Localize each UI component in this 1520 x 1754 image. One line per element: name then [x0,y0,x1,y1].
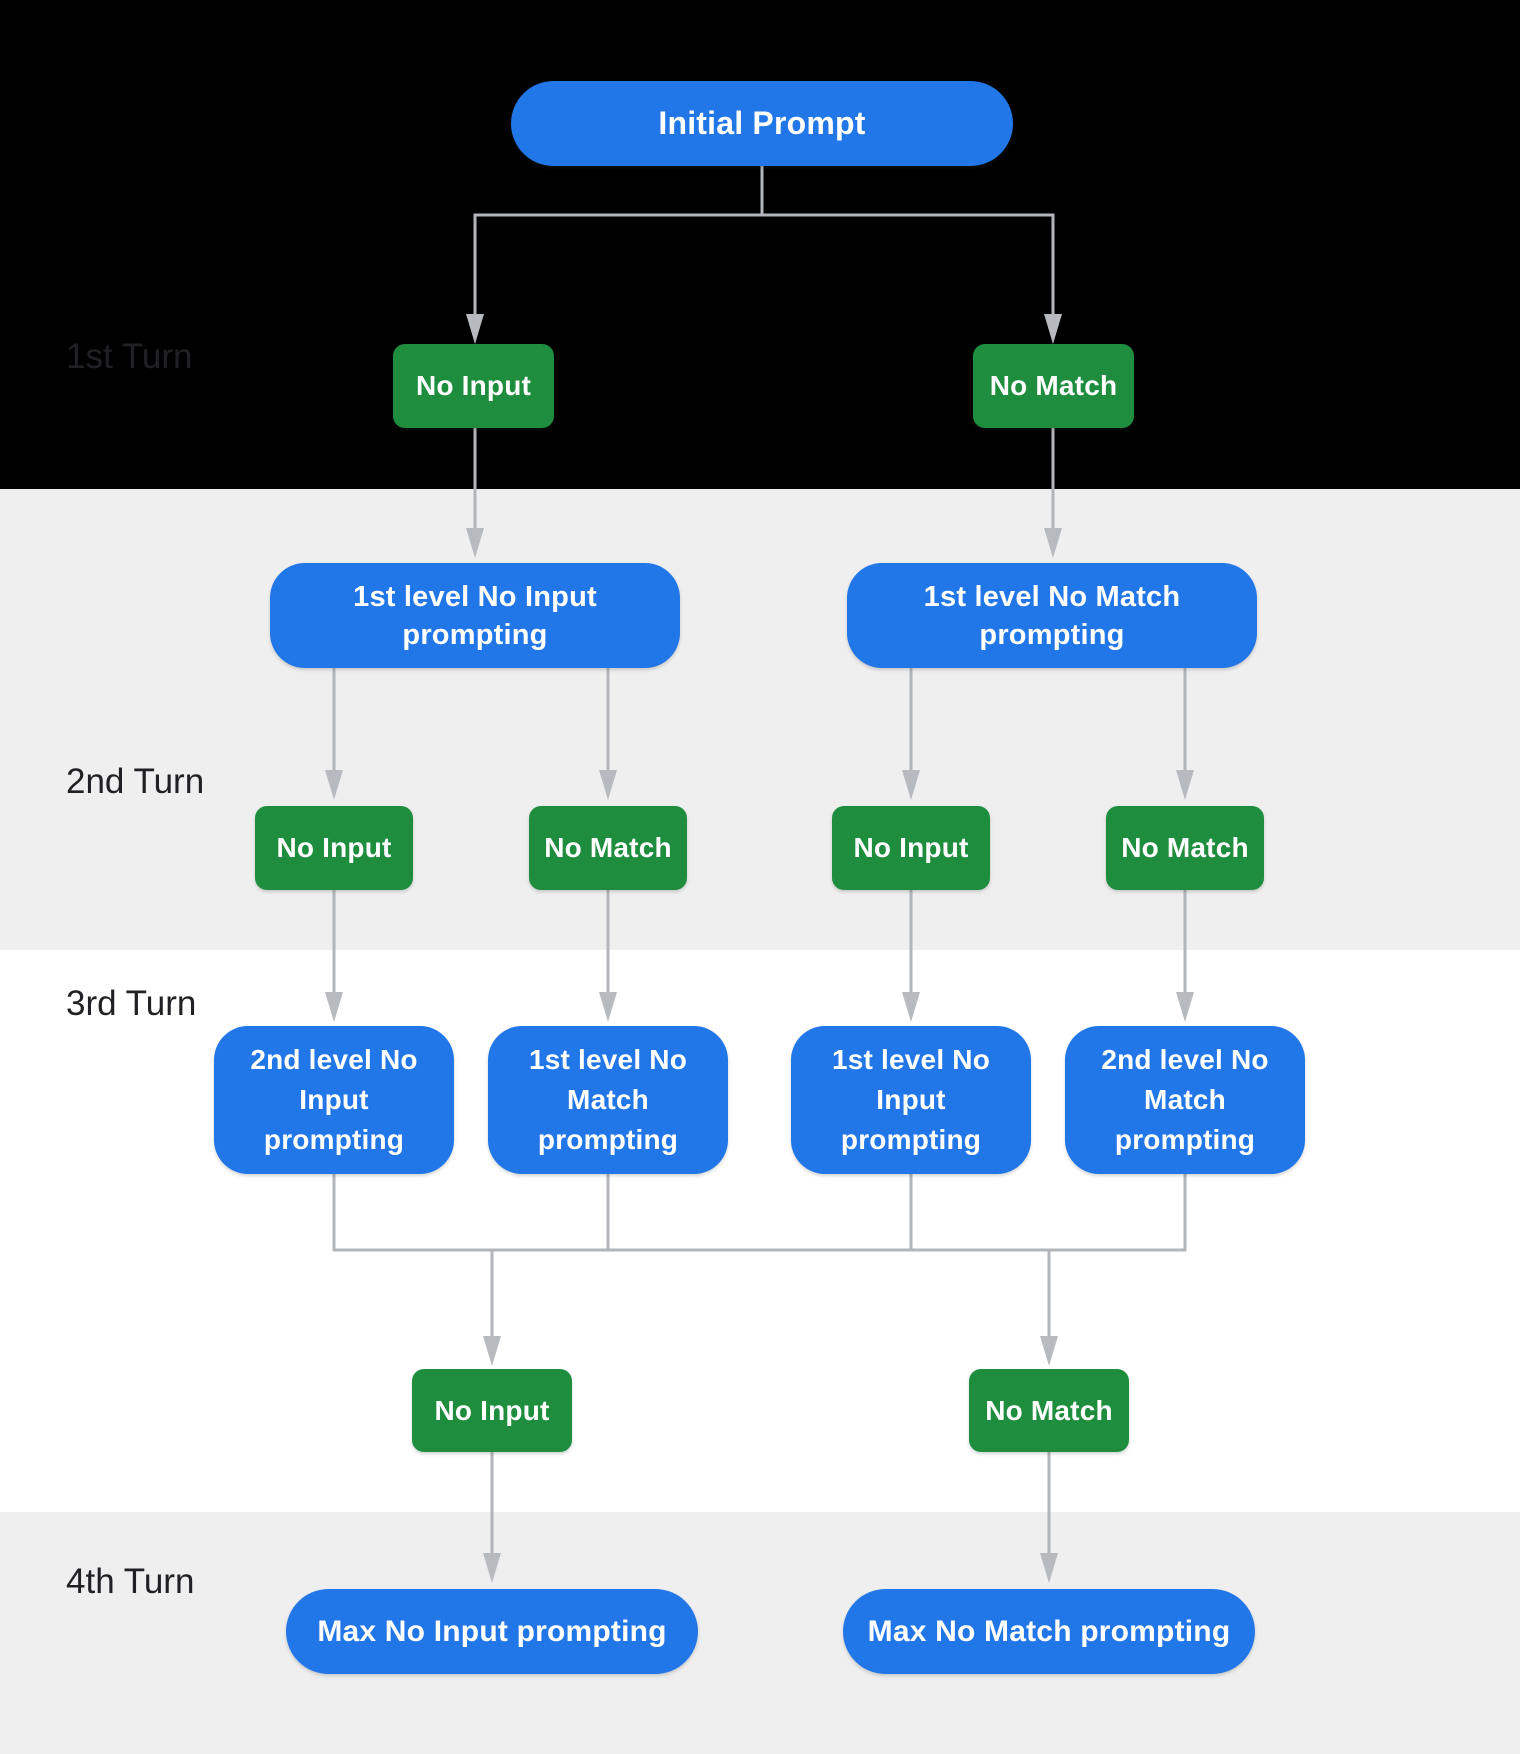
initial-prompt-node: Initial Prompt [511,81,1013,166]
background-band-gray-bottom [0,1512,1520,1754]
arrowhead-icon [1044,314,1062,344]
turn-label-2nd: 2nd Turn [66,762,205,801]
turn-label-4th: 4th Turn [66,1562,195,1601]
level2-no-input-prompting-node: 2nd level No Input prompting [214,1026,454,1174]
arrowhead-icon [1176,992,1194,1022]
connector-paths [332,166,1187,1553]
arrowhead-icon [1040,1336,1058,1366]
arrowhead-icon [483,1553,501,1583]
level1-no-input-prompting-node-2: 1st level No Input prompting [791,1026,1031,1174]
background-band-gray-1 [0,489,1520,950]
arrowhead-icon [599,992,617,1022]
no-input-node-turn2-b: No Input [832,806,990,890]
level1-no-match-prompting-node-2: 1st level No Match prompting [488,1026,728,1174]
turn-label-1st: 1st Turn [66,337,193,376]
no-input-node-turn2-a: No Input [255,806,413,890]
level1-no-match-prompting-node: 1st level No Match prompting [847,563,1257,668]
turn-label-3rd: 3rd Turn [66,984,197,1023]
level2-no-match-prompting-node: 2nd level No Match prompting [1065,1026,1305,1174]
arrowhead-icon [325,770,343,800]
arrowhead-icon [483,1336,501,1366]
arrowhead-icon [902,992,920,1022]
no-input-node-turn1: No Input [393,344,554,428]
no-input-node-turn3: No Input [412,1369,572,1452]
max-no-input-prompting-node: Max No Input prompting [286,1589,698,1674]
no-match-node-turn3: No Match [969,1369,1129,1452]
arrowhead-icon [902,770,920,800]
arrowhead-icon [1040,1553,1058,1583]
no-match-node-turn2-b: No Match [1106,806,1264,890]
arrowhead-icon [1044,528,1062,558]
arrowhead-icon [1176,770,1194,800]
max-no-match-prompting-node: Max No Match prompting [843,1589,1255,1674]
no-match-node-turn1: No Match [973,344,1134,428]
arrowheads [325,314,1194,1583]
arrowhead-icon [466,528,484,558]
arrowhead-icon [325,992,343,1022]
level1-no-input-prompting-node: 1st level No Input prompting [270,563,680,668]
no-match-node-turn2-a: No Match [529,806,687,890]
arrowhead-icon [466,314,484,344]
arrowhead-icon [599,770,617,800]
